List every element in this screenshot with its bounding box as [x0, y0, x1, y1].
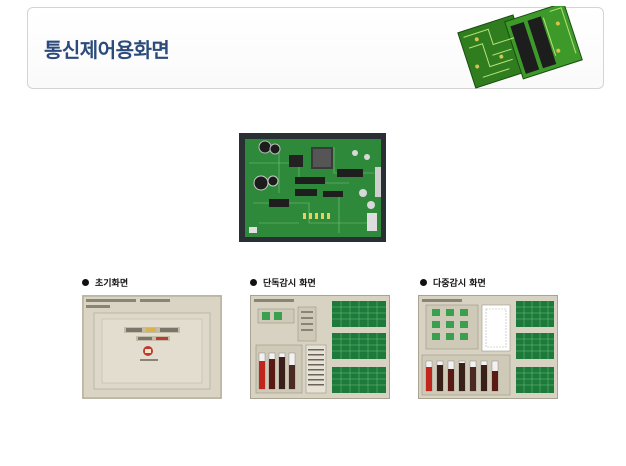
- multi-monitor-thumbnail[interactable]: [418, 295, 558, 399]
- section-multi-monitor: 다중감시 화면: [418, 278, 570, 399]
- bullet-icon: [420, 279, 427, 286]
- single-monitor-thumbnail[interactable]: [250, 295, 390, 399]
- section-label-initial: 초기화면: [95, 279, 129, 289]
- bullet-icon: [250, 279, 257, 286]
- initial-screen-thumbnail[interactable]: [82, 295, 222, 399]
- section-single-monitor: 단독감시 화면: [250, 278, 400, 399]
- bullet-icon: [82, 279, 89, 286]
- pcb-photo: [239, 133, 386, 242]
- circuit-board-graphic: [457, 6, 583, 89]
- page-title: 통신제어용화면: [44, 38, 170, 62]
- header-box: 통신제어용화면: [27, 6, 604, 89]
- section-label-multi: 다중감시 화면: [433, 279, 486, 289]
- section-initial-screen: 초기화면: [82, 278, 232, 399]
- section-label-single: 단독감시 화면: [263, 279, 316, 289]
